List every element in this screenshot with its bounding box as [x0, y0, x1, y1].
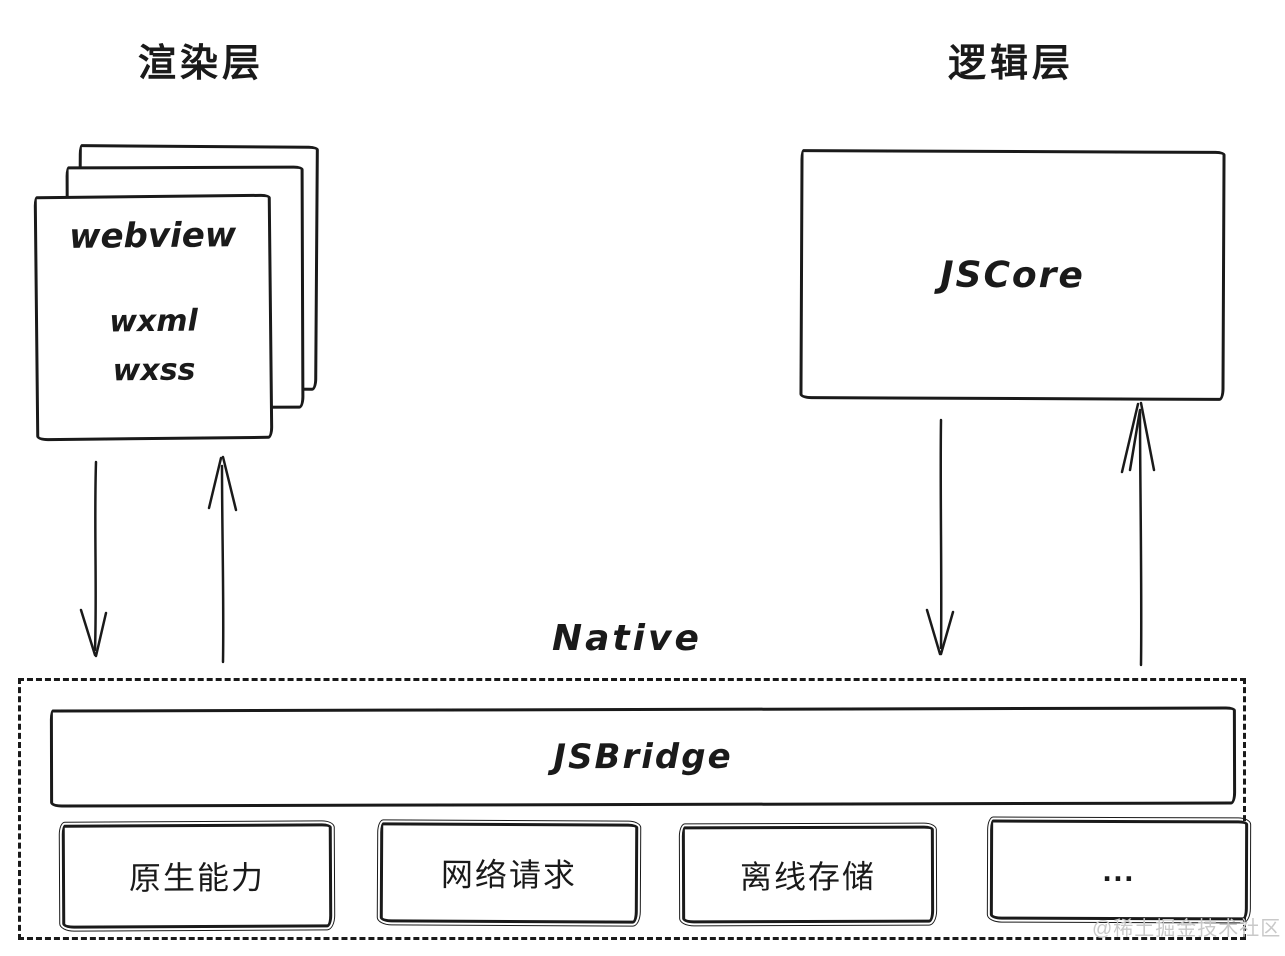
capability-offline-storage: 离线存储 [678, 822, 938, 927]
jsbridge-label: JSBridge [553, 736, 733, 778]
jsbridge-bar: JSBridge [49, 706, 1237, 808]
webview-page-front: webview wxml wxss [33, 193, 274, 442]
capability-native-abilities: 原生能力 [58, 820, 336, 932]
logic-layer-title: 逻辑层 [948, 43, 1075, 85]
arrow-webview-to-native-down [79, 460, 108, 658]
jscore-box: JSCore [799, 149, 1226, 401]
capability-network-request: 网络请求 [376, 819, 642, 927]
webview-label: webview [68, 215, 237, 257]
render-layer-title: 渲染层 [138, 43, 265, 85]
wxss-label: wxss [112, 352, 196, 389]
wxml-label: wxml [109, 303, 199, 340]
native-container [18, 678, 1246, 940]
capability-ellipsis: ... [986, 816, 1252, 924]
jscore-label: JSCore [940, 254, 1085, 296]
arrow-jscore-to-native-down [925, 418, 955, 656]
arrow-native-to-webview-up [207, 455, 238, 664]
watermark: @稀土掘金技术社区 [1092, 918, 1282, 940]
native-label: Native [552, 618, 702, 659]
arrow-native-to-jscore-up [1120, 401, 1156, 667]
